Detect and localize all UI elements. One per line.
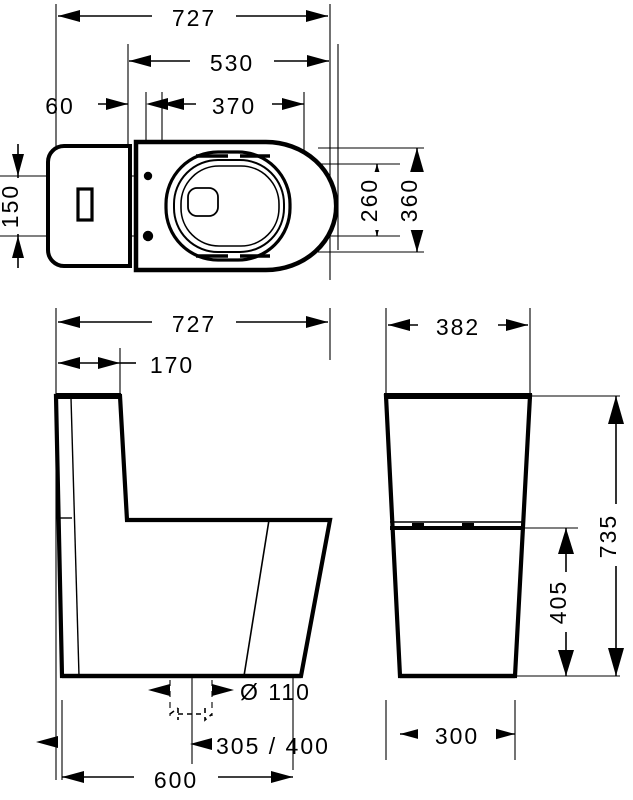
dimension-label-370: 370 xyxy=(212,93,256,119)
bowl-outlet-shape xyxy=(187,187,219,217)
seat-ring-outer xyxy=(164,150,292,262)
dimension-530: 530 xyxy=(129,49,329,76)
dimension-735: 735 xyxy=(595,396,629,676)
arrow-down xyxy=(409,224,425,252)
arrow-right xyxy=(36,736,58,748)
dimension-label-300: 300 xyxy=(435,723,479,749)
side-elevation-view: 727 170 Ø 110 xyxy=(36,308,333,793)
dimension-label-382: 382 xyxy=(436,314,480,340)
arrow-right xyxy=(493,728,515,740)
arrow-left xyxy=(400,728,422,740)
dimension-600: 600 xyxy=(62,764,293,793)
toilet-body-front xyxy=(383,393,533,679)
dimension-727-top: 727 xyxy=(58,4,328,31)
toilet-front-outline xyxy=(383,393,533,679)
dimension-label-735: 735 xyxy=(595,514,621,558)
dimension-label-405: 405 xyxy=(545,580,571,624)
arrow-right xyxy=(306,316,328,328)
arrow-left xyxy=(190,738,212,750)
dimension-260: 260 xyxy=(356,164,390,236)
dimension-label-170: 170 xyxy=(150,352,194,378)
dimension-170: 170 xyxy=(58,352,194,378)
arrow-left-outer xyxy=(146,98,168,110)
seat-ring-inner xyxy=(173,159,285,253)
top-view: 727 530 60 370 xyxy=(0,4,430,280)
dimension-405: 405 xyxy=(545,528,579,676)
dimension-label-360: 360 xyxy=(396,178,422,222)
dimension-305-400: 305 / 400 xyxy=(190,733,330,759)
arrow-left xyxy=(58,10,80,22)
arrow-left xyxy=(162,98,184,110)
dimension-label-305-400: 305 / 400 xyxy=(216,733,330,759)
arrow-right xyxy=(98,357,120,369)
cistern-front-edge xyxy=(70,397,80,677)
arrow-left xyxy=(388,319,410,331)
dimension-60: 60 xyxy=(45,93,128,119)
arrow-right xyxy=(271,771,293,783)
arrow-right xyxy=(148,684,170,696)
arrow-right xyxy=(506,319,528,331)
arrow-right xyxy=(307,55,329,67)
dimension-label-600: 600 xyxy=(154,767,198,793)
toilet-side-outline xyxy=(53,393,333,679)
arrow-left xyxy=(62,771,84,783)
dimension-base-left-arrow xyxy=(36,736,58,748)
fixing-hole-upper xyxy=(143,171,153,181)
front-elevation-view: 382 405 xyxy=(383,308,629,760)
arrow-left xyxy=(129,55,151,67)
dimension-label-outlet-110: Ø 110 xyxy=(240,679,311,705)
arrow-up xyxy=(558,528,574,554)
arrow-down xyxy=(12,154,24,176)
arrow-up xyxy=(12,236,24,258)
arrow-down xyxy=(608,648,624,676)
toilet-plan-outline xyxy=(46,139,339,273)
dimension-727-side: 727 xyxy=(58,310,328,337)
arrow-up xyxy=(409,148,425,176)
arrow-right xyxy=(306,10,328,22)
arrow-left xyxy=(212,684,234,696)
dimension-label-727-top: 727 xyxy=(172,5,216,31)
arrow-left xyxy=(58,357,80,369)
dimension-outlet-110: Ø 110 xyxy=(148,679,311,722)
dimension-382: 382 xyxy=(388,313,528,340)
toilet-body-side xyxy=(53,393,333,679)
dimension-label-530: 530 xyxy=(210,50,254,76)
arrow-up xyxy=(608,396,624,424)
arrow-right xyxy=(106,98,128,110)
cistern-bowl-transition xyxy=(119,395,128,517)
dimension-label-150: 150 xyxy=(0,184,23,228)
pedestal-edge-line xyxy=(243,519,270,677)
dimension-label-60: 60 xyxy=(45,93,75,119)
arrow-right xyxy=(282,98,304,110)
fixing-hole-lower xyxy=(142,230,154,242)
bowl-opening xyxy=(180,165,280,247)
outlet-dashed-hook xyxy=(169,707,213,722)
dimension-300: 300 xyxy=(400,722,515,749)
dimension-150: 150 xyxy=(0,144,31,268)
dimension-label-727-side: 727 xyxy=(172,311,216,337)
arrow-left xyxy=(58,316,80,328)
dimension-370: 370 xyxy=(146,92,304,119)
arrow-down xyxy=(558,650,574,676)
flush-button-icon xyxy=(76,187,94,222)
dimension-label-260: 260 xyxy=(356,178,382,222)
dimension-360: 360 xyxy=(396,148,430,252)
